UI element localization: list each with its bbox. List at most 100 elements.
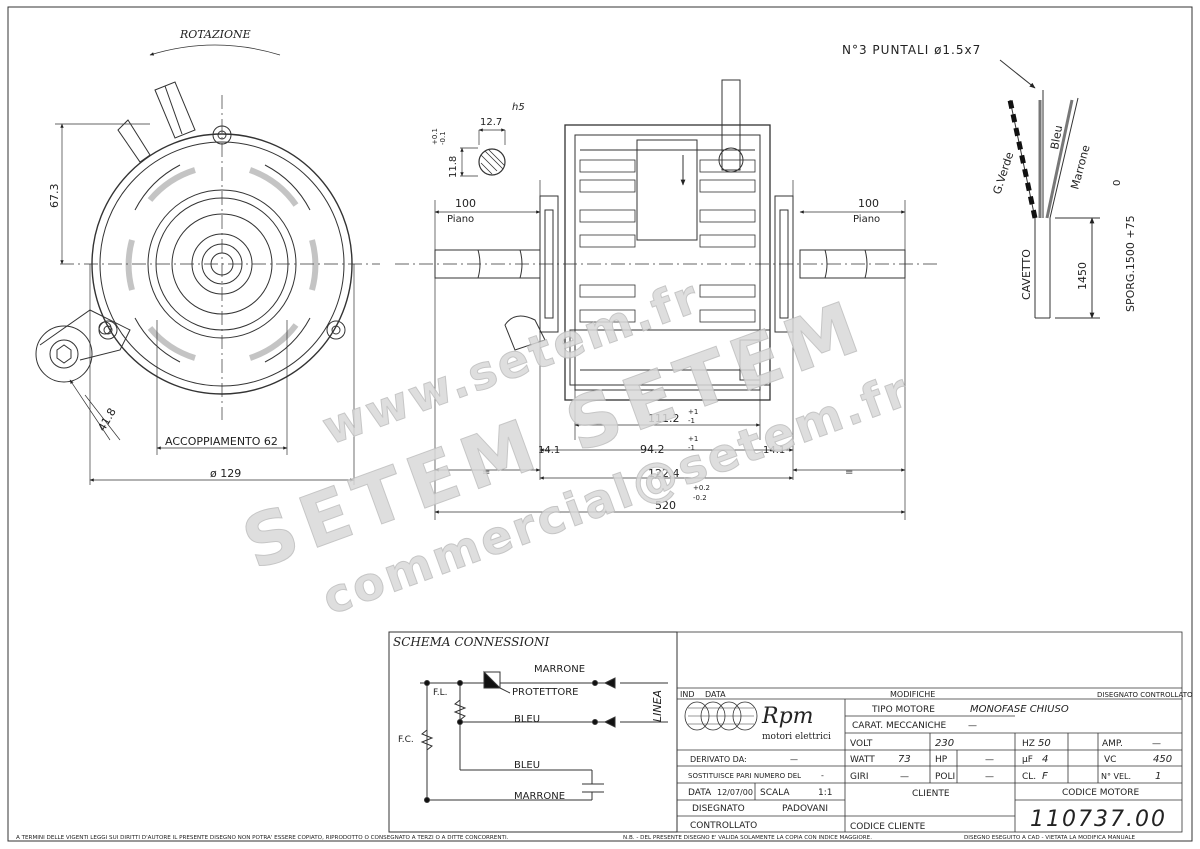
piano-left-label: Piano xyxy=(447,214,474,225)
tol-111-b: -1 xyxy=(688,417,695,425)
giri-label: GIRI xyxy=(850,772,869,782)
sporg-zero-label: 0 xyxy=(1112,180,1123,186)
uf-label: µF xyxy=(1022,755,1033,765)
nvel-label: N° VEL. xyxy=(1101,772,1131,781)
dim-1450-label: 1450 xyxy=(1076,262,1089,290)
cl-value: F xyxy=(1042,771,1048,782)
tipo-motore-label: TIPO MOTORE xyxy=(871,705,935,715)
tol-bot-label: -0.1 xyxy=(439,131,447,145)
schema-fc: F.C. xyxy=(398,735,414,745)
schema-title: SCHEMA CONNESSIONI xyxy=(393,635,549,649)
cl-label: CL. xyxy=(1022,772,1036,782)
tb-disegnato-controllato: DISEGNATO CONTROLLATO xyxy=(1097,691,1193,699)
footer-copyright: A TERMINI DELLE VIGENTI LEGGI SUI DIRITT… xyxy=(16,835,509,841)
schema-linea: LINEA xyxy=(651,690,664,722)
data-value: 12/07/00 xyxy=(717,788,753,797)
rpm-logo xyxy=(684,701,758,731)
sostituisce-label: SOSTITUISCE PARI NUMERO DEL xyxy=(688,772,801,780)
dim-41-label: 41.8 xyxy=(95,406,119,434)
eq-left-label: = xyxy=(482,467,490,478)
watt-value: 73 xyxy=(898,754,911,765)
dim-14-left-label: 14.1 xyxy=(538,445,560,456)
volt-value: 230 xyxy=(935,738,954,749)
carat-value: — xyxy=(968,721,977,731)
tol-122-a: +0.2 xyxy=(693,484,710,492)
disegnato-label: DISEGNATO xyxy=(692,804,745,814)
dim-111-label: 111.2 xyxy=(648,412,680,425)
eq-right-label: = xyxy=(845,467,853,478)
dim-94-label: 94.2 xyxy=(640,443,665,456)
vc-value: 450 xyxy=(1153,754,1172,765)
dim-122-label: 122.4 xyxy=(648,467,680,480)
amp-value: — xyxy=(1152,739,1161,749)
front-view xyxy=(35,81,380,420)
schema-box xyxy=(388,631,678,833)
volt-label: VOLT xyxy=(850,739,873,749)
footer-cad: DISEGNO ESEGUITO A CAD - VIETATA LA MODI… xyxy=(964,835,1136,841)
schema-fl: F.L. xyxy=(433,688,447,698)
dim-67-label: 67.3 xyxy=(48,184,61,209)
giri-value: — xyxy=(900,772,909,782)
dim-14-right-label: 14.1 xyxy=(763,445,785,456)
scala-value: 1:1 xyxy=(818,788,832,798)
uf-value: 4 xyxy=(1042,754,1048,765)
cliente-label: CLIENTE xyxy=(912,789,950,799)
front-view-dimensions xyxy=(55,44,355,485)
schema-marrone-bottom: MARRONE xyxy=(514,791,565,802)
logo-sub: motori elettrici xyxy=(762,732,831,742)
pins-label: N°3 PUNTALI ø1.5x7 xyxy=(842,43,981,57)
shaft-dia-label: 12.7 xyxy=(480,117,502,128)
dim-520-label: 520 xyxy=(655,499,676,512)
sheet-border xyxy=(7,6,1193,842)
footer-nb: N.B. - DEL PRESENTE DISEGNO E' VALIDA SO… xyxy=(623,835,872,841)
tol-94-a: +1 xyxy=(688,435,698,443)
tb-data-hdr: DATA xyxy=(705,690,726,699)
codice-motore-label: CODICE MOTORE xyxy=(1062,788,1139,798)
sporg-label: SPORG.1500 +75 xyxy=(1124,215,1137,312)
tol-111-a: +1 xyxy=(688,408,698,416)
tol-top-label: +0.1 xyxy=(431,128,439,145)
schema-bleu-mid: BLEU xyxy=(514,714,540,725)
tol-122-b: -0.2 xyxy=(693,494,707,502)
poli-label: POLI xyxy=(935,772,955,782)
hp-value: — xyxy=(985,755,994,765)
hp-label: HP xyxy=(935,755,948,765)
dim-100-right-label: 100 xyxy=(858,197,879,210)
vc-label: VC xyxy=(1104,755,1116,765)
schema-protettore: PROTETTORE xyxy=(512,687,578,698)
nvel-value: 1 xyxy=(1155,771,1161,782)
controllato-label: CONTROLLATO xyxy=(690,821,757,831)
watermark: www.setem.fr SETEM SETEM commercial@sete… xyxy=(232,268,919,626)
wire-gv-label: G.Verde xyxy=(990,150,1016,196)
tol-h5-label: h5 xyxy=(512,102,525,113)
disegnato-value: PADOVANI xyxy=(782,804,828,814)
schema-bleu-low: BLEU xyxy=(514,760,540,771)
tb-modifiche: MODIFICHE xyxy=(890,690,935,699)
schema-marrone-top: MARRONE xyxy=(534,664,585,675)
derivato-value: — xyxy=(790,755,798,764)
title-block-grid xyxy=(676,631,1183,833)
codice-cliente-label: CODICE CLIENTE xyxy=(850,822,926,832)
sostituisce-value: - xyxy=(821,771,824,780)
logo-word: Rpm xyxy=(761,704,814,729)
scala-label: SCALA xyxy=(760,788,790,798)
rotation-label: ROTAZIONE xyxy=(179,28,251,41)
cable-label: CAVETTO xyxy=(1020,249,1033,300)
carat-label: CARAT. MECCANICHE xyxy=(852,721,947,731)
tipo-motore-value: MONOFASE CHIUSO xyxy=(970,704,1069,715)
hz-label: HZ xyxy=(1022,739,1035,749)
watt-label: WATT xyxy=(850,755,875,765)
diameter-label: ø 129 xyxy=(210,467,241,480)
side-view-dimensions xyxy=(434,128,906,520)
dim-100-left-label: 100 xyxy=(455,197,476,210)
coupling-label: ACCOPPIAMENTO 62 xyxy=(165,435,278,448)
derivato-label: DERIVATO DA: xyxy=(690,755,747,764)
codice-motore-value: 110737.00 xyxy=(1030,807,1167,832)
poli-value: — xyxy=(985,772,994,782)
amp-label: AMP. xyxy=(1102,739,1123,749)
wire-bleu-label: Bleu xyxy=(1048,124,1065,150)
data-label: DATA xyxy=(688,788,712,798)
tb-ind: IND xyxy=(680,690,695,699)
shaft-flat-label: 11.8 xyxy=(448,156,459,178)
